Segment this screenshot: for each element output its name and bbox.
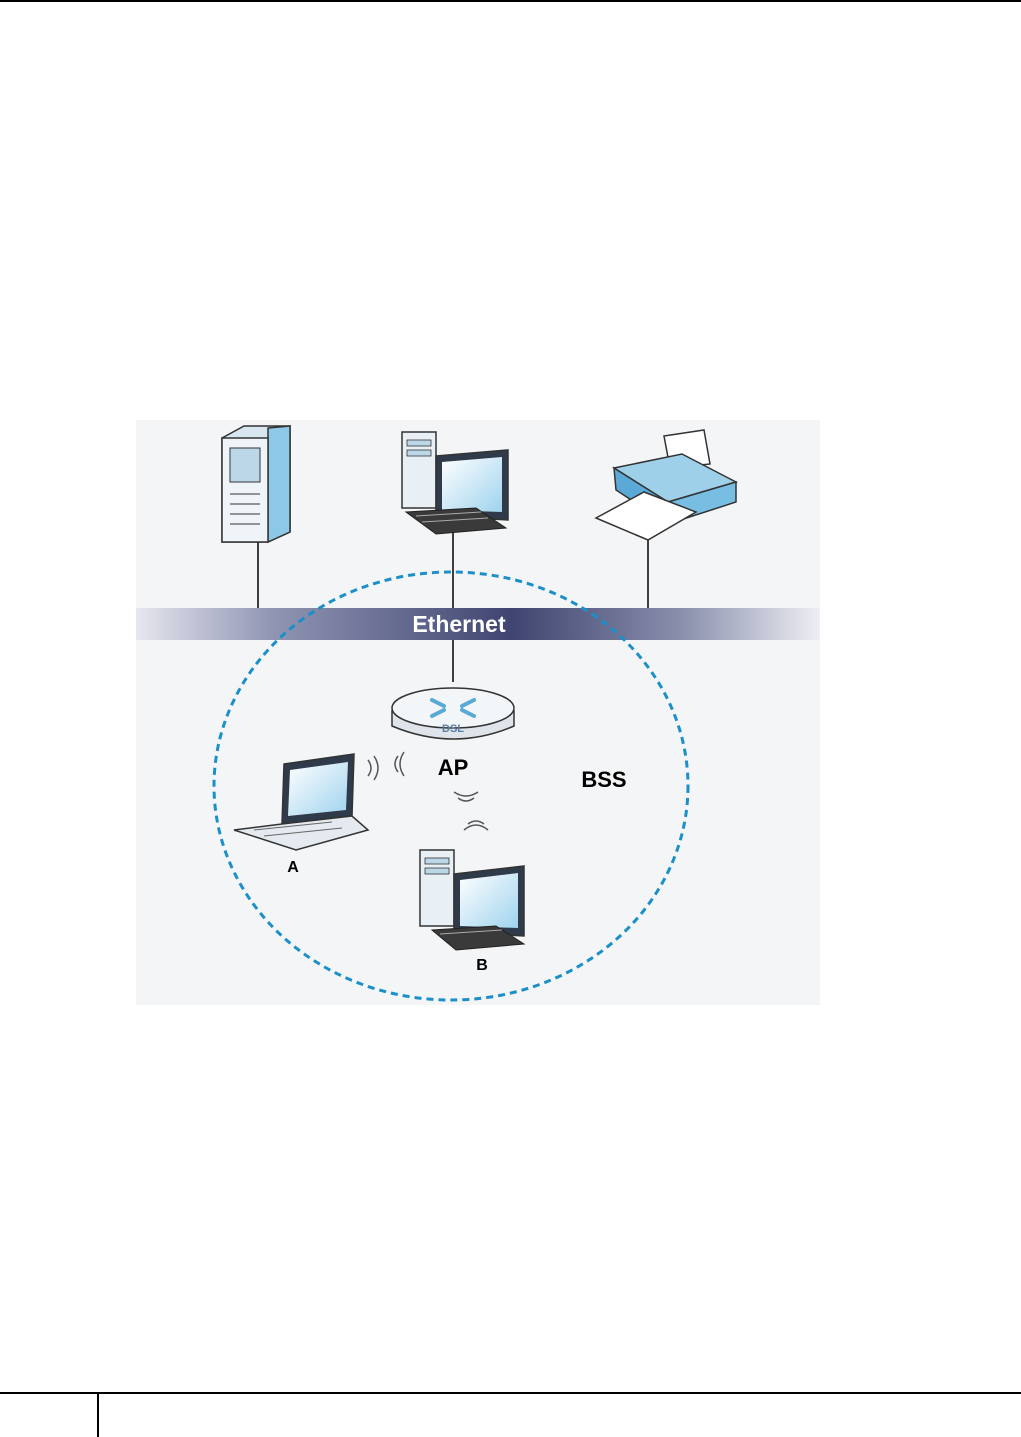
footer-rule [0,1392,1021,1394]
page-number-box [0,1392,99,1437]
ethernet-label: Ethernet [412,611,506,637]
top-rule [0,0,1021,2]
bss-network-diagram: Ethernet DSL [136,420,820,1005]
station-a-label: A [287,859,299,876]
ap-label: AP [438,755,469,780]
bss-label: BSS [581,767,626,792]
server-icon [222,426,290,542]
ethernet-bar: Ethernet [136,608,820,640]
station-b-label: B [476,957,488,974]
dsl-router-icon: DSL [392,688,514,739]
router-badge: DSL [442,723,464,735]
